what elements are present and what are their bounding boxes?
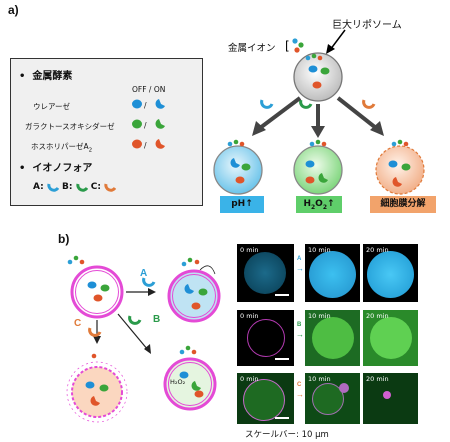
outcome-ph-label: pH↑	[220, 196, 264, 213]
panel-a-diagram: [	[213, 29, 425, 195]
enzyme-name-galactose-oxidase: ガラクトースオキシダーゼ	[25, 122, 115, 131]
ionophore-b-label: B:	[62, 182, 73, 192]
sep-3: /	[144, 141, 147, 150]
enzyme	[308, 65, 318, 73]
liposome-pointer-arrow	[329, 29, 346, 51]
phospholipase-off-icon	[132, 139, 142, 149]
panel-a-label: a)	[8, 3, 19, 17]
arrow-to-ph	[258, 96, 302, 130]
micro-arrow-a: →	[296, 264, 304, 273]
enzyme-name-phospholipase: ホスホリパーゼA2	[31, 142, 93, 154]
scalebar-a	[275, 294, 289, 296]
ionophore-b-icon	[299, 99, 313, 109]
micro-arrow-c: →	[296, 390, 304, 399]
outcome-h2o2-label: H2O2↑	[296, 196, 342, 213]
micro-b-1: 10 min	[305, 310, 360, 366]
scalebar-caption: スケールバー: 10 μm	[245, 430, 329, 440]
arrow-to-lysis	[336, 96, 378, 130]
micro-b-0: 0 min	[237, 310, 294, 366]
enzyme	[312, 81, 322, 89]
ionophore-a-icon	[47, 183, 60, 192]
off-on-label: OFF / ON	[132, 85, 166, 94]
bracket: [	[285, 39, 290, 53]
galactose-off-icon	[132, 119, 142, 129]
arrow-label-c: C	[74, 318, 82, 329]
micro-a-0: 0 min	[237, 244, 294, 302]
arrow-label-a: A	[140, 268, 148, 279]
ionophore-c-icon	[362, 99, 376, 109]
vesicle-a	[167, 269, 221, 323]
sep-1: /	[144, 101, 147, 110]
ionophore-c-label: C:	[90, 182, 101, 192]
vesicle-c	[71, 366, 123, 418]
legend-box: • 金属酵素 OFF / ON ウレアーゼ ガラクトースオキシダーゼ ホスホリパ…	[10, 58, 203, 206]
ionophore-a-icon	[260, 99, 274, 109]
ionophore-c-icon	[104, 183, 117, 192]
ionophore-heading-row: • イオノフォア	[19, 163, 93, 174]
metal-ion-label: 金属イオン	[228, 43, 276, 54]
ionophore-row: A: B: C:	[33, 181, 117, 192]
micro-c-2: 20 min	[363, 373, 418, 424]
h2o2-liposome	[293, 145, 343, 195]
urease-on-icon	[155, 99, 165, 109]
start-vesicle	[70, 265, 124, 319]
metal-ion-dot	[292, 38, 298, 44]
ph-liposome	[213, 145, 263, 195]
micro-c-0: 0 min	[237, 373, 294, 424]
galactose-on-icon	[155, 119, 165, 129]
panel-b-label: b)	[58, 232, 70, 246]
sep-2: /	[144, 121, 147, 130]
micro-a-1: 10 min	[305, 244, 360, 302]
ionophore-b-icon	[76, 183, 88, 192]
micro-arrow-b: →	[296, 330, 304, 339]
arrow-label-b: B	[153, 314, 161, 325]
enzyme	[320, 67, 330, 75]
metal-ion-dot	[298, 42, 304, 48]
arrow-b	[117, 313, 149, 351]
micro-b-2: 20 min	[363, 310, 418, 366]
giant-liposome-label: 巨大リポソーム	[332, 20, 402, 31]
micro-a-2: 20 min	[363, 244, 418, 302]
ionophore-heading: イオノフォア	[32, 163, 93, 174]
lysis-liposome	[375, 145, 425, 195]
outcome-lysis-label: 細胞膜分解	[370, 196, 436, 213]
panel-b-diagram	[66, 255, 221, 423]
enzymes-heading-row: • 金属酵素	[19, 71, 73, 82]
h2o2-small-label: H₂O₂	[170, 378, 186, 386]
metal-ion-dot	[294, 47, 300, 53]
micro-c-1: 10 min	[305, 373, 360, 424]
ionophore-a-label: A:	[33, 182, 44, 192]
enzymes-heading: 金属酵素	[32, 71, 73, 82]
phospholipase-on-icon	[155, 139, 165, 149]
vesicle-b	[163, 357, 217, 411]
central-liposome	[293, 52, 343, 102]
urease-off-icon	[132, 99, 142, 109]
enzyme-name-urease: ウレアーゼ	[33, 102, 71, 111]
enzyme-icons	[132, 99, 165, 149]
